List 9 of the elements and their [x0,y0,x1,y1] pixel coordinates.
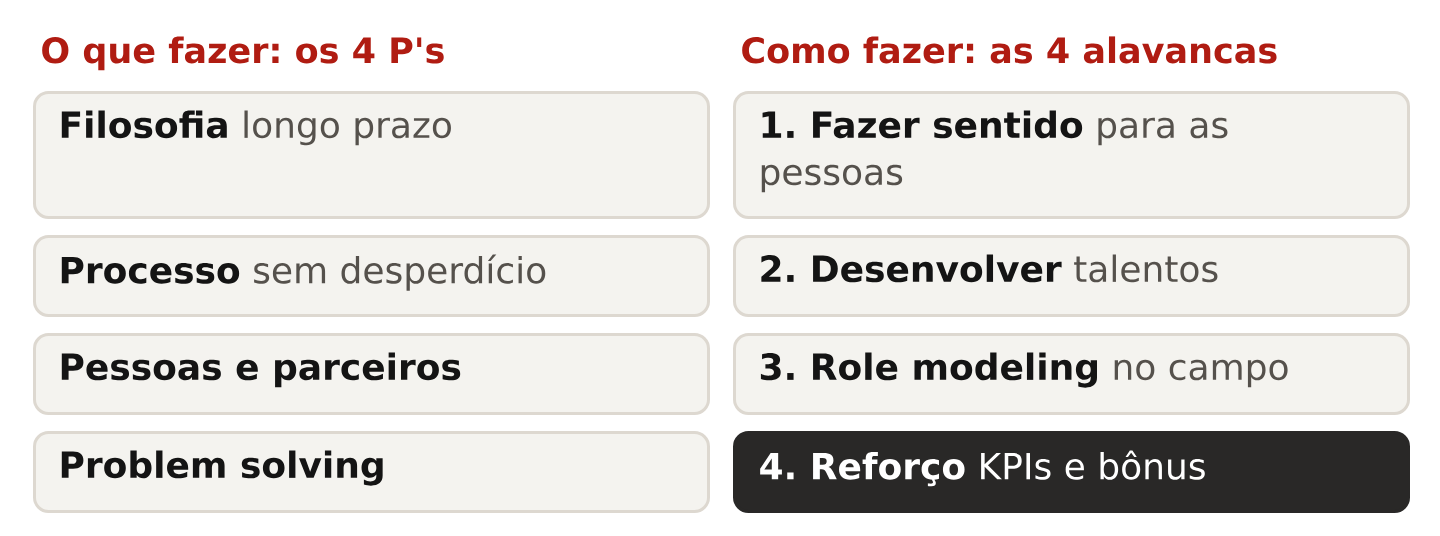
text-card: Pessoas e parceiros [33,333,710,415]
text-card: 1. Fazer sentido para as pessoas [733,91,1410,219]
text-card: Problem solving [33,431,710,513]
text-card: Filosofia longo prazo [33,91,710,219]
highlighted-card: 4. Reforço KPIs e bônus [733,431,1410,513]
column-heading: Como fazer: as 4 alavancas [742,36,1277,64]
text-card: 2. Desenvolver talentos [733,235,1410,317]
text-card: 3. Role modeling no campo [733,333,1410,415]
text-card: Processo sem desperdício [33,235,710,317]
